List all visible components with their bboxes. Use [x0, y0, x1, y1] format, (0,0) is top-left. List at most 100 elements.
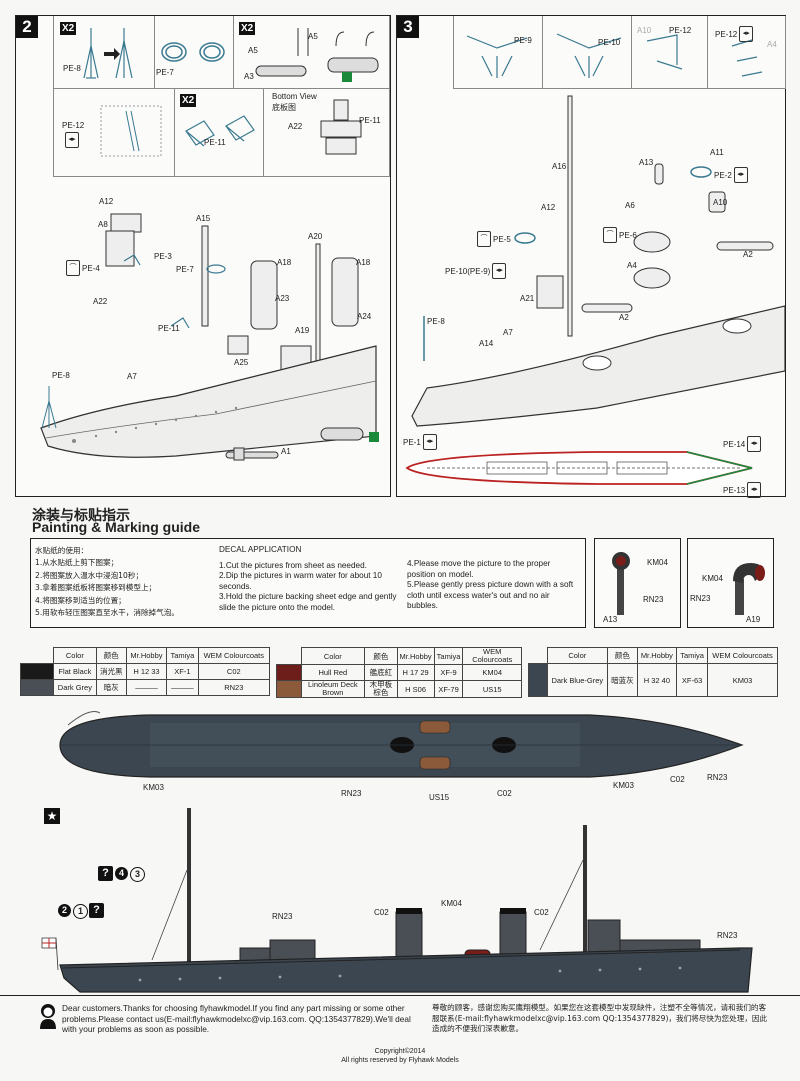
- decal-cn-step: 1.从水贴纸上剪下图案；: [35, 558, 119, 568]
- sub-box-pe9: [453, 16, 543, 89]
- part-label: PE-1: [403, 437, 421, 447]
- mrhobby-code: H 12 33: [125, 663, 168, 680]
- part-label: A4: [627, 261, 637, 270]
- table-row: Dark Blue-Grey 暗蓝灰 H 32 40 XF-63 KM03: [528, 663, 779, 697]
- tamiya-code: XF-9: [433, 664, 464, 681]
- x2-label: X2: [180, 94, 197, 107]
- pe-label-with-icon: PE-2◂▸: [714, 167, 748, 183]
- col-header: 颜色: [95, 647, 127, 664]
- mrhobby-code: ———: [125, 679, 168, 696]
- color-table-3: Color 颜色 Mr.Hobby Tamiya WEM Colourcoats…: [528, 647, 779, 697]
- col-header: WEM Colourcoats: [462, 647, 522, 665]
- decal-en-step: 1.Cut the pictures from sheet as needed.: [219, 560, 367, 570]
- sub-box-pe12: [53, 88, 175, 177]
- tamiya-code: XF-79: [433, 680, 464, 698]
- sub-box-bottom-view: [263, 88, 390, 177]
- col-header: 颜色: [607, 647, 638, 664]
- x2-label: X2: [60, 22, 77, 35]
- part-label: A20: [308, 232, 323, 241]
- part-label: A12: [99, 197, 114, 206]
- decal-en-step: 2.Dip the pictures in warm water for abo…: [219, 571, 382, 591]
- flip-icon: ◂▸: [747, 482, 762, 498]
- sub-box-pe8: [53, 16, 155, 89]
- pe-label-with-icon: PE-13◂▸: [723, 482, 762, 498]
- part-label: PE-8: [63, 64, 81, 73]
- table-row: Linoleum Deck Brown 木甲板棕色 H S06 XF-79 US…: [276, 680, 522, 698]
- paint-callout: RN23: [707, 773, 728, 782]
- flip-icon: ◂▸: [733, 167, 748, 183]
- decal-en-step: 3.Hold the picture backing sheet edge an…: [219, 592, 397, 612]
- table-header-row: Color 颜色 Mr.Hobby Tamiya WEM Colourcoats: [21, 647, 271, 664]
- paint-callout: US15: [429, 793, 450, 802]
- color-name-cn: 消光黑: [95, 663, 127, 680]
- tamiya-code: XF-1: [166, 663, 199, 680]
- color-name: Linoleum Deck Brown: [300, 680, 366, 698]
- wem-code: KM03: [706, 663, 779, 697]
- table-row: Hull Red 艦底紅 H 17 29 XF-9 KM04: [276, 664, 522, 681]
- part-label: PE-7: [176, 265, 194, 274]
- part-label: PE-5: [493, 234, 511, 244]
- mrhobby-code: H S06: [396, 680, 435, 698]
- part-label: PE-3: [154, 252, 172, 261]
- part-label: A22: [93, 297, 108, 306]
- paint-code: KM04: [647, 558, 668, 567]
- pe-icon: ◂▸: [65, 132, 79, 148]
- paint-callout: KM04: [441, 899, 462, 908]
- color-name: Flat Black: [53, 663, 97, 680]
- part-a13-drawing: [612, 552, 630, 615]
- col-header: Mr.Hobby: [125, 647, 168, 664]
- part-label: A6: [625, 201, 635, 210]
- part-label: PE-2: [714, 170, 732, 180]
- pe-label-with-icon: PE-1◂▸: [403, 434, 437, 450]
- pe-label-with-icon: ⌒PE-6: [603, 227, 637, 243]
- pe-label-with-icon: PE-14◂▸: [723, 436, 762, 452]
- color-table-1: Color 颜色 Mr.Hobby Tamiya WEM Colourcoats…: [20, 647, 271, 696]
- part-label: A11: [710, 148, 724, 157]
- paint-callout: RN23: [341, 789, 362, 798]
- part-label: PE-11: [204, 138, 226, 147]
- bend-icon: ⌒: [603, 227, 617, 243]
- part-label: PE-10(PE-9): [445, 266, 491, 276]
- part-label: A16: [552, 162, 567, 171]
- part-a13-box: KM04 RN23 A13: [594, 538, 681, 628]
- col-header: Mr.Hobby: [636, 647, 678, 664]
- paint-callout: KM03: [143, 783, 164, 792]
- bend-icon: ⌒: [66, 260, 80, 276]
- part-label: PE-7: [156, 68, 174, 77]
- part-label: A22: [288, 122, 303, 131]
- paint-callout: RN23: [717, 931, 738, 940]
- flip-icon: ◂▸: [65, 132, 79, 148]
- flip-icon: ◂▸: [422, 434, 437, 450]
- col-header: Tamiya: [433, 647, 464, 665]
- part-label: PE-10: [598, 38, 621, 47]
- part-label: A25: [234, 358, 249, 367]
- part-label: PE-11: [158, 324, 180, 333]
- flip-icon: ◂▸: [492, 263, 507, 279]
- part-label: A21: [520, 294, 535, 303]
- part-label: A2: [743, 250, 753, 259]
- color-swatch: [276, 680, 302, 698]
- paint-code: RN23: [690, 594, 711, 603]
- question-badge: ?: [89, 903, 104, 918]
- pe-label-with-icon: ⌒PE-5: [477, 231, 511, 247]
- sub-box-pe7: [153, 16, 234, 89]
- color-table-2: Color 颜色 Mr.Hobby Tamiya WEM Colourcoats…: [276, 647, 522, 698]
- paint-code: KM04: [702, 574, 723, 583]
- part-label: PE-4: [82, 263, 100, 273]
- pe-label-with-icon: PE-10(PE-9)◂▸: [445, 263, 507, 279]
- part-label: A18: [277, 258, 292, 267]
- pe-label-with-icon: PE-12◂▸: [715, 26, 754, 42]
- wem-code: RN23: [197, 679, 271, 696]
- decal-cn-title: 水贴纸的使用：: [35, 546, 89, 555]
- footer: Dear customers.Thanks for choosing flyha…: [0, 995, 800, 1041]
- number-badge: 3: [130, 867, 145, 882]
- part-label: PE-12: [669, 26, 692, 35]
- col-header: Color: [546, 647, 609, 664]
- color-name-cn: 暗蓝灰: [607, 663, 638, 697]
- guide-title-en: Painting & Marking guide: [32, 519, 201, 535]
- step-2-drawing: [40, 28, 379, 461]
- paint-callout: RN23: [272, 912, 293, 921]
- part-label: A7: [127, 372, 137, 381]
- color-name-cn: 艦底紅: [364, 664, 398, 681]
- part-label: A5: [308, 32, 318, 41]
